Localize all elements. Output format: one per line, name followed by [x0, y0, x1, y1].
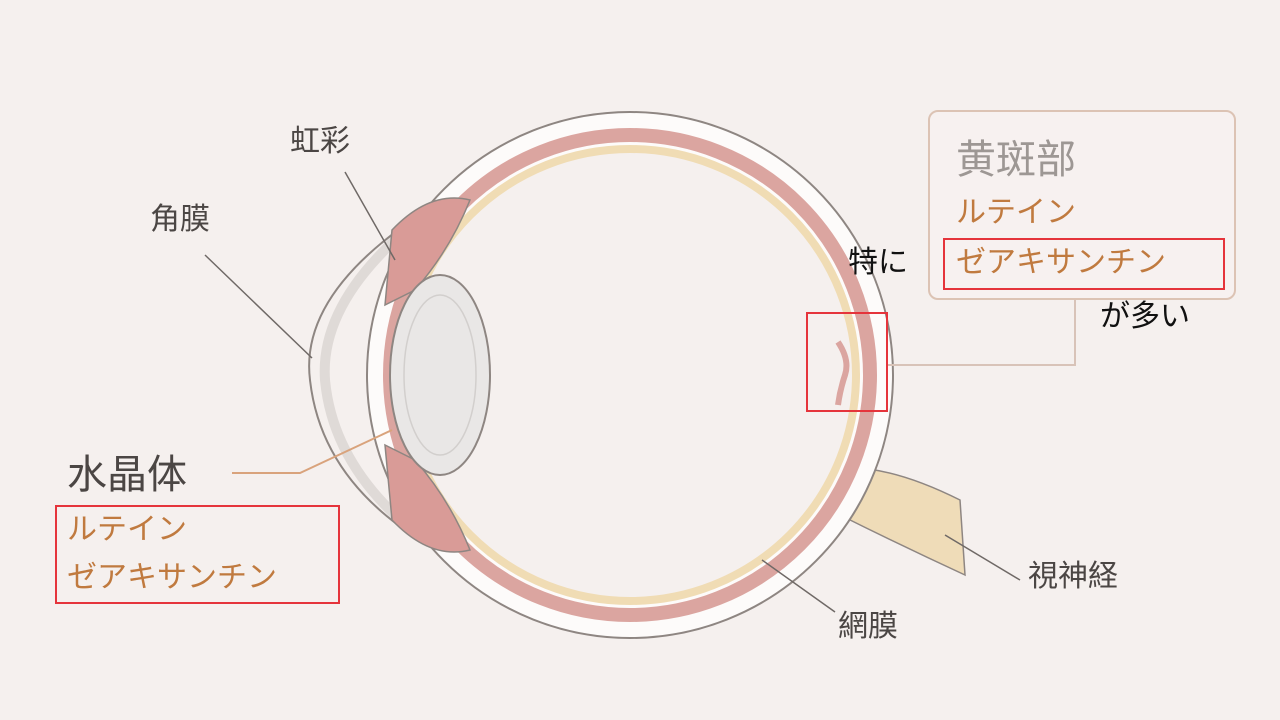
macula-region-highlight [806, 312, 888, 412]
macula-leader-line [888, 300, 1076, 366]
lens-leader-line [232, 429, 393, 474]
iris-bottom-shape [384, 443, 472, 553]
cornea-leader-line [204, 254, 313, 359]
lens-nutrient-highlight [55, 505, 340, 604]
optic-nerve-leader-line [944, 534, 1021, 581]
retina-leader-line [761, 559, 836, 613]
cornea-shape [308, 224, 406, 531]
macula-panel [928, 110, 1236, 300]
lens-shape [389, 274, 491, 476]
lens-nutrient-lutein: ルテイン [67, 512, 187, 547]
macula-nutrient-lutein: ルテイン [956, 195, 1076, 230]
macula-label: 黄斑部 [956, 137, 1076, 183]
abundant-text: が多い [1100, 299, 1190, 334]
fovea-shape [835, 340, 850, 406]
iris-top-shape [384, 197, 472, 307]
iris-label: 虹彩 [290, 124, 350, 159]
optic-nerve-label: 視神経 [1028, 559, 1118, 594]
macula-nutrient-highlight [943, 238, 1225, 290]
iris-leader-line [344, 171, 396, 261]
retina-label: 網膜 [838, 609, 898, 644]
especially-text: 特に [848, 245, 908, 280]
cornea-label: 角膜 [150, 202, 210, 237]
lens-label: 水晶体 [67, 452, 187, 498]
macula-nutrient-zeaxanthin: ゼアキサンチン [956, 245, 1166, 280]
lens-nutrient-zeaxanthin: ゼアキサンチン [67, 560, 277, 595]
